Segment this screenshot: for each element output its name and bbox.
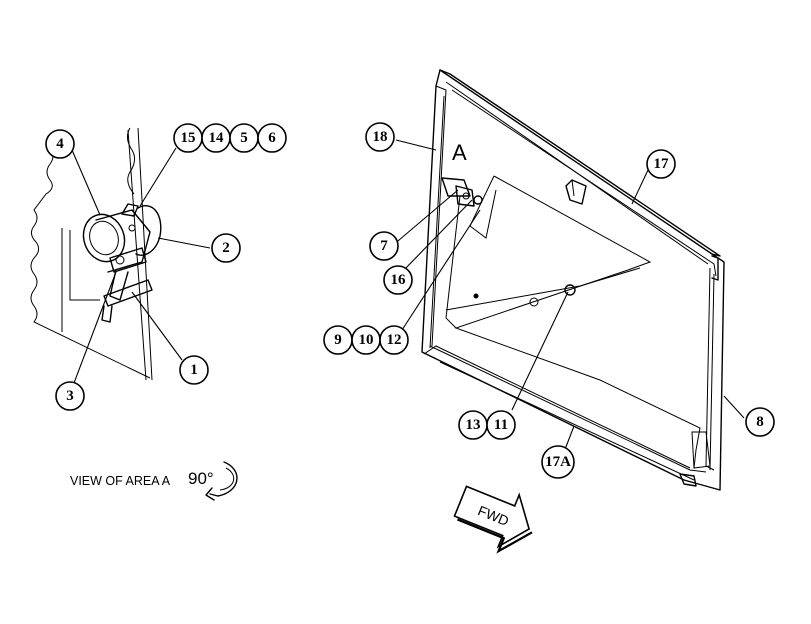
structure-break-right [126,127,136,195]
svg-text:8: 8 [756,414,764,430]
callout-8: 8 [745,407,775,437]
svg-text:2: 2 [222,240,230,256]
callout-9: 9 [323,325,353,355]
svg-text:15: 15 [181,130,196,146]
rotation-arrow-icon [205,461,238,501]
callout-4: 4 [45,129,75,159]
svg-text:3: 3 [66,388,74,404]
callout-5: 5 [229,123,259,153]
area-marker: A [452,140,467,165]
callout-11: 11 [486,410,516,440]
structure-edge [127,127,153,381]
panel-bracket [565,179,587,205]
svg-text:17A: 17A [545,454,571,470]
svg-text:1: 1 [190,362,198,378]
svg-text:11: 11 [494,417,508,433]
detail-view-area-a [30,127,211,384]
svg-text:12: 12 [387,332,402,348]
panel-outline [421,69,725,491]
svg-text:14: 14 [209,130,225,146]
svg-text:4: 4 [56,136,64,152]
callout-10: 10 [351,325,381,355]
fwd-arrow: FWD [453,485,533,554]
callout-17: 17 [646,149,676,179]
svg-text:6: 6 [268,130,276,146]
callout-1: 1 [179,355,209,385]
structure-break-outline [30,147,151,379]
hinge-fitting [441,177,483,207]
callout-12: 12 [379,325,409,355]
svg-text:17: 17 [654,156,670,172]
view-label: VIEW OF AREA A [70,474,171,488]
access-panel [421,69,725,491]
callout-17a: 17A [541,445,575,479]
callout-7: 7 [369,231,399,261]
svg-text:13: 13 [466,417,481,433]
panel-fastener [529,297,539,307]
svg-text:16: 16 [391,272,407,288]
callout-15: 15 [173,123,203,153]
svg-text:9: 9 [334,332,342,348]
svg-text:5: 5 [240,130,248,146]
structure-inner-edge [61,228,100,332]
callout-18: 18 [365,122,395,152]
callout-6: 6 [257,123,287,153]
callout-3: 3 [55,381,85,411]
svg-text:10: 10 [359,332,374,348]
callout-16: 16 [383,265,413,295]
hinge-assembly [82,203,162,323]
panel-stiffener [454,175,701,469]
callout-13: 13 [458,410,488,440]
svg-text:18: 18 [373,129,388,145]
callout-14: 14 [201,123,231,153]
rotation-label: 90° [188,469,214,488]
panel-fastener [564,284,576,296]
callout-2: 2 [211,233,241,263]
svg-text:7: 7 [380,238,388,254]
